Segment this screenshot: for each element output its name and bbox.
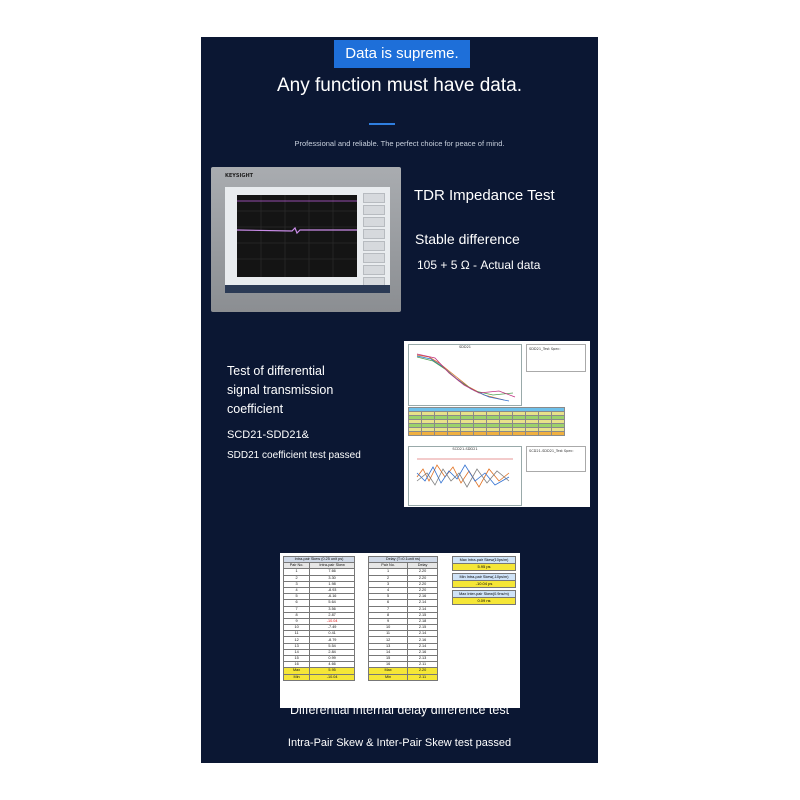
insertion-loss-table [408,407,565,436]
max-inter-skew-value: 0.09 ns [453,598,515,604]
tdr-title: TDR Impedance Test [414,187,555,204]
transmission-line2: SDD21 coefficient test passed [227,450,361,461]
tdr-waveform-plot [236,195,357,277]
intra-pair-skew-table: Intra-pair Skew (0.25 unit ps)Pair No.In… [282,555,355,681]
sdd21-curves [416,353,516,402]
scd21-sdd21-plot: SCD21-SDD21 [408,446,522,506]
scope-brand-logo: KEYSIGHT [225,173,254,179]
tdr-line2: 105 + 5 Ω - Actual data [417,258,541,272]
sparameter-report: SDD21 SDD21_Test Spec: SCD21-SDD21 [404,341,590,507]
scope-side-menu [363,193,385,287]
skew-caption-2: Intra-Pair Skew & Inter-Pair Skew test p… [287,737,512,749]
intra-skew-cell: -10.04 [309,673,355,681]
scope-taskbar [225,285,390,293]
scd21-curves [416,458,513,488]
data-supreme-badge: Data is supreme. [334,40,470,68]
intra-skew-row: Pair No.Intra-pair Skew [282,562,355,570]
min-intra-skew-label: Min Intra-pair Skew(-10ps/m) [453,574,515,581]
delay-cell: 2.11 [407,673,438,681]
transmission-title-line-3: coefficient [227,402,284,416]
scd21-spec-note: SCD21-SDD21_Test Spec: [526,446,586,472]
sdd21-plot-title: SDD21 [458,345,472,349]
transmission-line1: SCD21-SDD21& [227,429,309,441]
transmission-title-line-1: Test of differential [227,364,325,378]
max-inter-skew-box: Max Inter-pair Skew(0.9ns/m) 0.09 ns [452,590,516,605]
transmission-title-line-2: signal transmission [227,383,334,397]
accent-divider [369,123,395,125]
oscilloscope-photo: KEYSIGHT [211,167,401,312]
min-intra-skew-box: Min Intra-pair Skew(-10ps/m) -10.04 ps [452,573,516,588]
headline: Any function must have data. [276,75,523,96]
min-intra-skew-value: -10.04 ps [453,581,515,587]
skew-report: Intra-pair Skew (0.25 unit ps)Pair No.In… [280,553,520,708]
transmission-title: Test of differential signal transmission… [227,362,333,419]
max-intra-skew-box: Max Intra-pair Skew(10ps/m) 5.95 ps [452,556,516,571]
subheadline: Professional and reliable. The perfect c… [294,139,505,148]
intra-skew-row: Min-10.04 [282,673,355,681]
max-intra-skew-label: Max Intra-pair Skew(10ps/m) [453,557,515,564]
tdr-line1: Stable difference [415,231,520,247]
scd21-plot-title: SCD21-SDD21 [452,447,478,451]
intra-skew-cell: Min [282,673,311,681]
tdr-waveform [236,195,357,277]
infographic-panel: Data is supreme. Any function must have … [201,37,598,763]
sdd21-spec-note: SDD21_Test Spec: [526,344,586,372]
max-inter-skew-label: Max Inter-pair Skew(0.9ns/m) [453,591,515,598]
max-intra-skew-value: 5.95 ps [453,564,515,570]
scope-screen [225,187,390,293]
skew-caption-1: Differential internal delay difference t… [289,703,510,717]
sdd21-plot: SDD21 [408,344,522,406]
delay-cell: Min [367,673,409,681]
